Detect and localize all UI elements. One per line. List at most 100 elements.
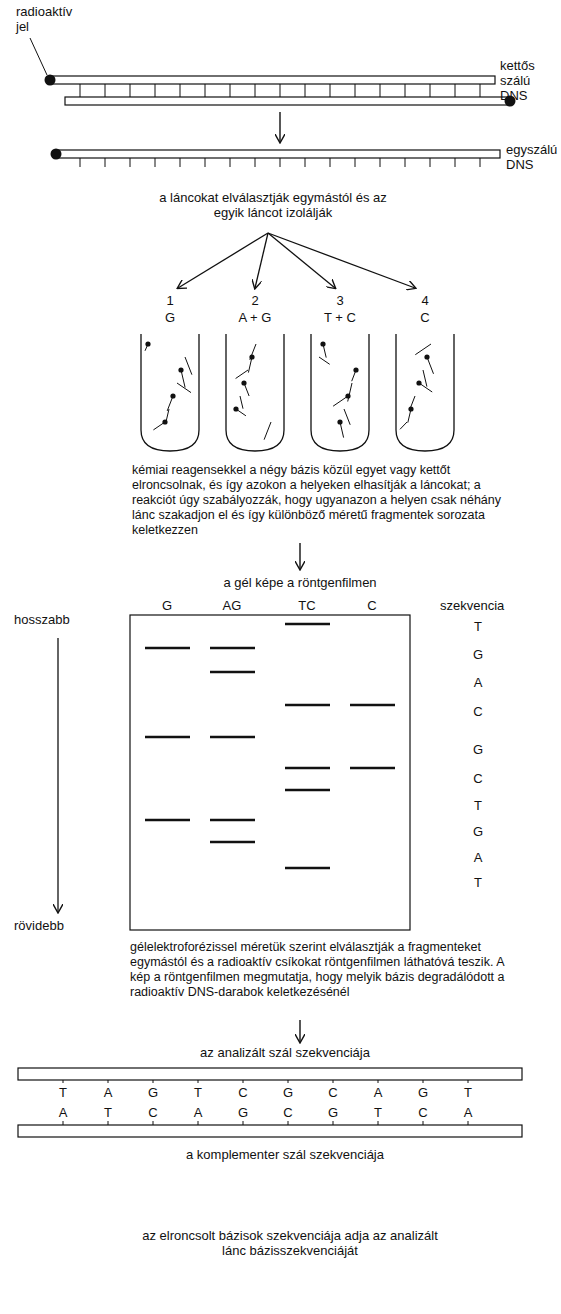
tube-number: 3 [305,292,375,309]
base-pair [80,84,81,97]
test-tube: 3T + C [305,292,375,454]
single-strand-dna [51,149,501,168]
band [210,671,255,674]
sequence-letter: T [466,619,490,634]
lane-heading: G [147,598,187,613]
step-text: az analizált szál szekvenciája [150,1045,420,1060]
base-letter: C [321,1085,345,1100]
dna-fragment [236,370,248,379]
base-tick [63,1080,64,1083]
base-letter: C [276,1105,300,1120]
reaction-label: C [390,309,460,326]
base-tick [198,1121,199,1125]
band [285,867,330,870]
base [480,158,481,167]
base-letter: G [276,1085,300,1100]
fragment-label [408,406,413,411]
base-pair [380,84,381,97]
dna-fragment [415,344,431,355]
base [130,158,131,167]
band [210,819,255,822]
flow-arrow [178,233,268,288]
gel-film [130,615,410,930]
base-pairs [80,84,480,97]
base-pair [105,84,106,97]
test-tube: 4C [390,292,460,454]
base-letter: T [456,1085,480,1100]
lane-heading: C [352,598,392,613]
tube-outline [140,334,200,454]
tube-wall [311,334,369,451]
base-pair [305,84,306,97]
base [155,158,156,167]
dna-strand [65,97,510,105]
base-tick [378,1080,379,1083]
dna-strand [18,1068,522,1080]
fragment-label [233,406,238,411]
dna-fragment [250,344,256,360]
dna-fragment [264,422,271,440]
base-pair [155,84,156,97]
step-text: gélelektroforézissel méretük szerint elv… [130,940,515,1000]
base-letter: A [96,1085,120,1100]
base [355,158,356,167]
test-tube: 2A + G [220,292,290,454]
base-tick [378,1121,379,1125]
tube-wall [226,334,284,451]
band [285,623,330,626]
double-strand-dna [45,75,516,107]
base-tick [63,1121,64,1125]
base [230,158,231,167]
flow-arrow [279,112,280,142]
tube-outline [310,334,370,454]
sequence-letter: T [466,875,490,890]
sequence-letter: G [466,824,490,839]
step-text: a láncokat elválasztják egymástól és az … [148,190,398,220]
base-tick [288,1121,289,1125]
sequence-letter: C [466,771,490,786]
conclusion-text: az elroncsolt bázisok szekvenciája adja … [130,1228,450,1258]
radioactive-label [45,75,56,86]
base-pair [330,84,331,97]
base-letter: T [186,1085,210,1100]
band [145,736,190,739]
band [210,841,255,844]
base-pair [280,84,281,97]
gel-frame [130,615,410,930]
base-tick [153,1080,154,1083]
sequence-letter: G [466,647,490,662]
reaction-label: T + C [305,309,375,326]
base [280,158,281,167]
base-letter: T [96,1105,120,1120]
dna-fragment [423,370,427,387]
base-tick [108,1080,109,1083]
band [210,647,255,650]
base [80,158,81,167]
base-pair [405,84,406,97]
radioactive-label [51,149,62,160]
size-arrow [57,638,58,912]
base-pair [480,84,481,97]
fragment-label [145,341,150,346]
base-tick [243,1080,244,1083]
base-letter: T [51,1085,75,1100]
dna-fragment [344,409,350,425]
fragment-label [249,354,254,359]
flow-arrow [299,543,300,569]
base-letter: T [366,1105,390,1120]
base-ticks [63,1080,468,1125]
dna-fragment [177,383,191,393]
dna-fragment [240,396,243,409]
base-letter: A [186,1105,210,1120]
base-tick [108,1121,109,1125]
base-tick [288,1080,289,1083]
band [285,789,330,792]
base-tick [333,1080,334,1083]
base [430,158,431,167]
gel-bands [145,624,395,868]
fragment-label [178,367,183,372]
fan-arrows [178,233,415,288]
base-tick [243,1121,244,1125]
base-letter: A [366,1085,390,1100]
